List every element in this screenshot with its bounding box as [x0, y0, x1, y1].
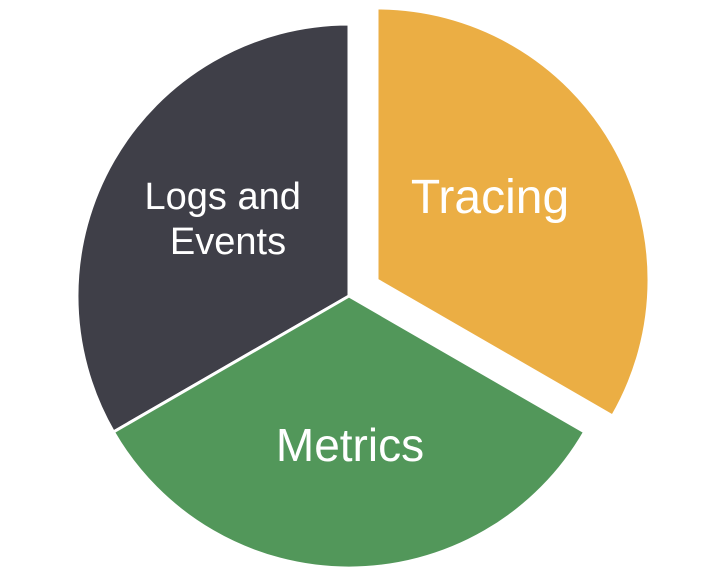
- slice-metrics: [111, 294, 587, 570]
- label-logs-and-events-line-2: Events: [170, 221, 286, 263]
- label-logs-and-events: Logs and Events: [145, 176, 312, 263]
- label-metrics: Metrics: [276, 419, 424, 471]
- slice-logs-and-events: [75, 22, 351, 435]
- segment-tracing: Tracing: [375, 6, 651, 419]
- label-tracing: Tracing: [411, 171, 569, 224]
- slice-tracing: [375, 6, 651, 419]
- label-logs-and-events-line-1: Logs and: [145, 176, 301, 218]
- segment-metrics: Metrics: [111, 294, 587, 570]
- segment-logs-and-events: Logs and Events: [75, 22, 351, 435]
